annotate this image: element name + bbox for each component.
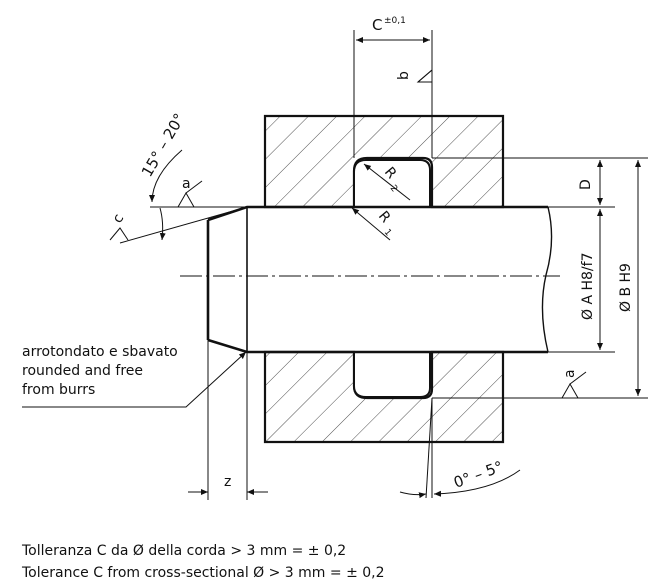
r2-leader bbox=[363, 163, 411, 201]
callout-line-2: rounded and free bbox=[22, 363, 143, 379]
b-finish-label: b bbox=[396, 71, 412, 80]
a-dimension-label: Ø A H8/f7 bbox=[580, 253, 596, 320]
r1-label: R bbox=[375, 208, 394, 226]
callout-line-3: from burrs bbox=[22, 382, 96, 398]
a-finish-lower-label: a bbox=[562, 369, 578, 378]
c-tolerance-label: ±0,1 bbox=[384, 16, 406, 26]
dimension-z bbox=[188, 340, 268, 500]
a-finish-upper-label: a bbox=[182, 176, 191, 192]
r2-subscript: 2 bbox=[388, 184, 399, 195]
oring-upper bbox=[353, 159, 431, 208]
tolerance-note-italian: Tolleranza C da Ø della corda > 3 mm = ±… bbox=[22, 543, 347, 559]
tolerance-note-english: Tolerance C from cross-sectional Ø > 3 m… bbox=[22, 565, 385, 581]
groove-angle-label: 0° – 5° bbox=[451, 457, 505, 491]
shaft bbox=[206, 205, 553, 354]
surface-finish-a-lower-symbol bbox=[561, 371, 587, 399]
dimension-c bbox=[353, 30, 433, 158]
groove-angle-annotation bbox=[399, 397, 521, 499]
oring-lower bbox=[353, 351, 431, 398]
b-dimension-label: Ø B H9 bbox=[618, 263, 634, 312]
surface-finish-b-symbol bbox=[416, 69, 433, 83]
surface-finish-a-upper-symbol bbox=[177, 180, 203, 208]
r1-leader bbox=[351, 207, 391, 241]
callout-leader bbox=[22, 351, 247, 408]
callout-line-1: arrotondato e sbavato bbox=[22, 344, 178, 360]
c-dimension-label: C bbox=[372, 16, 382, 34]
chamfer-angle-annotation bbox=[119, 149, 248, 244]
surface-finish-c-symbol bbox=[109, 227, 129, 241]
dimension-d bbox=[432, 157, 615, 208]
dimension-a bbox=[548, 209, 615, 353]
z-dimension-label: z bbox=[224, 474, 231, 490]
c-finish-label: c bbox=[110, 211, 128, 226]
d-dimension-label: D bbox=[578, 179, 594, 190]
dimension-b bbox=[432, 157, 648, 399]
r1-subscript: 1 bbox=[382, 228, 393, 239]
